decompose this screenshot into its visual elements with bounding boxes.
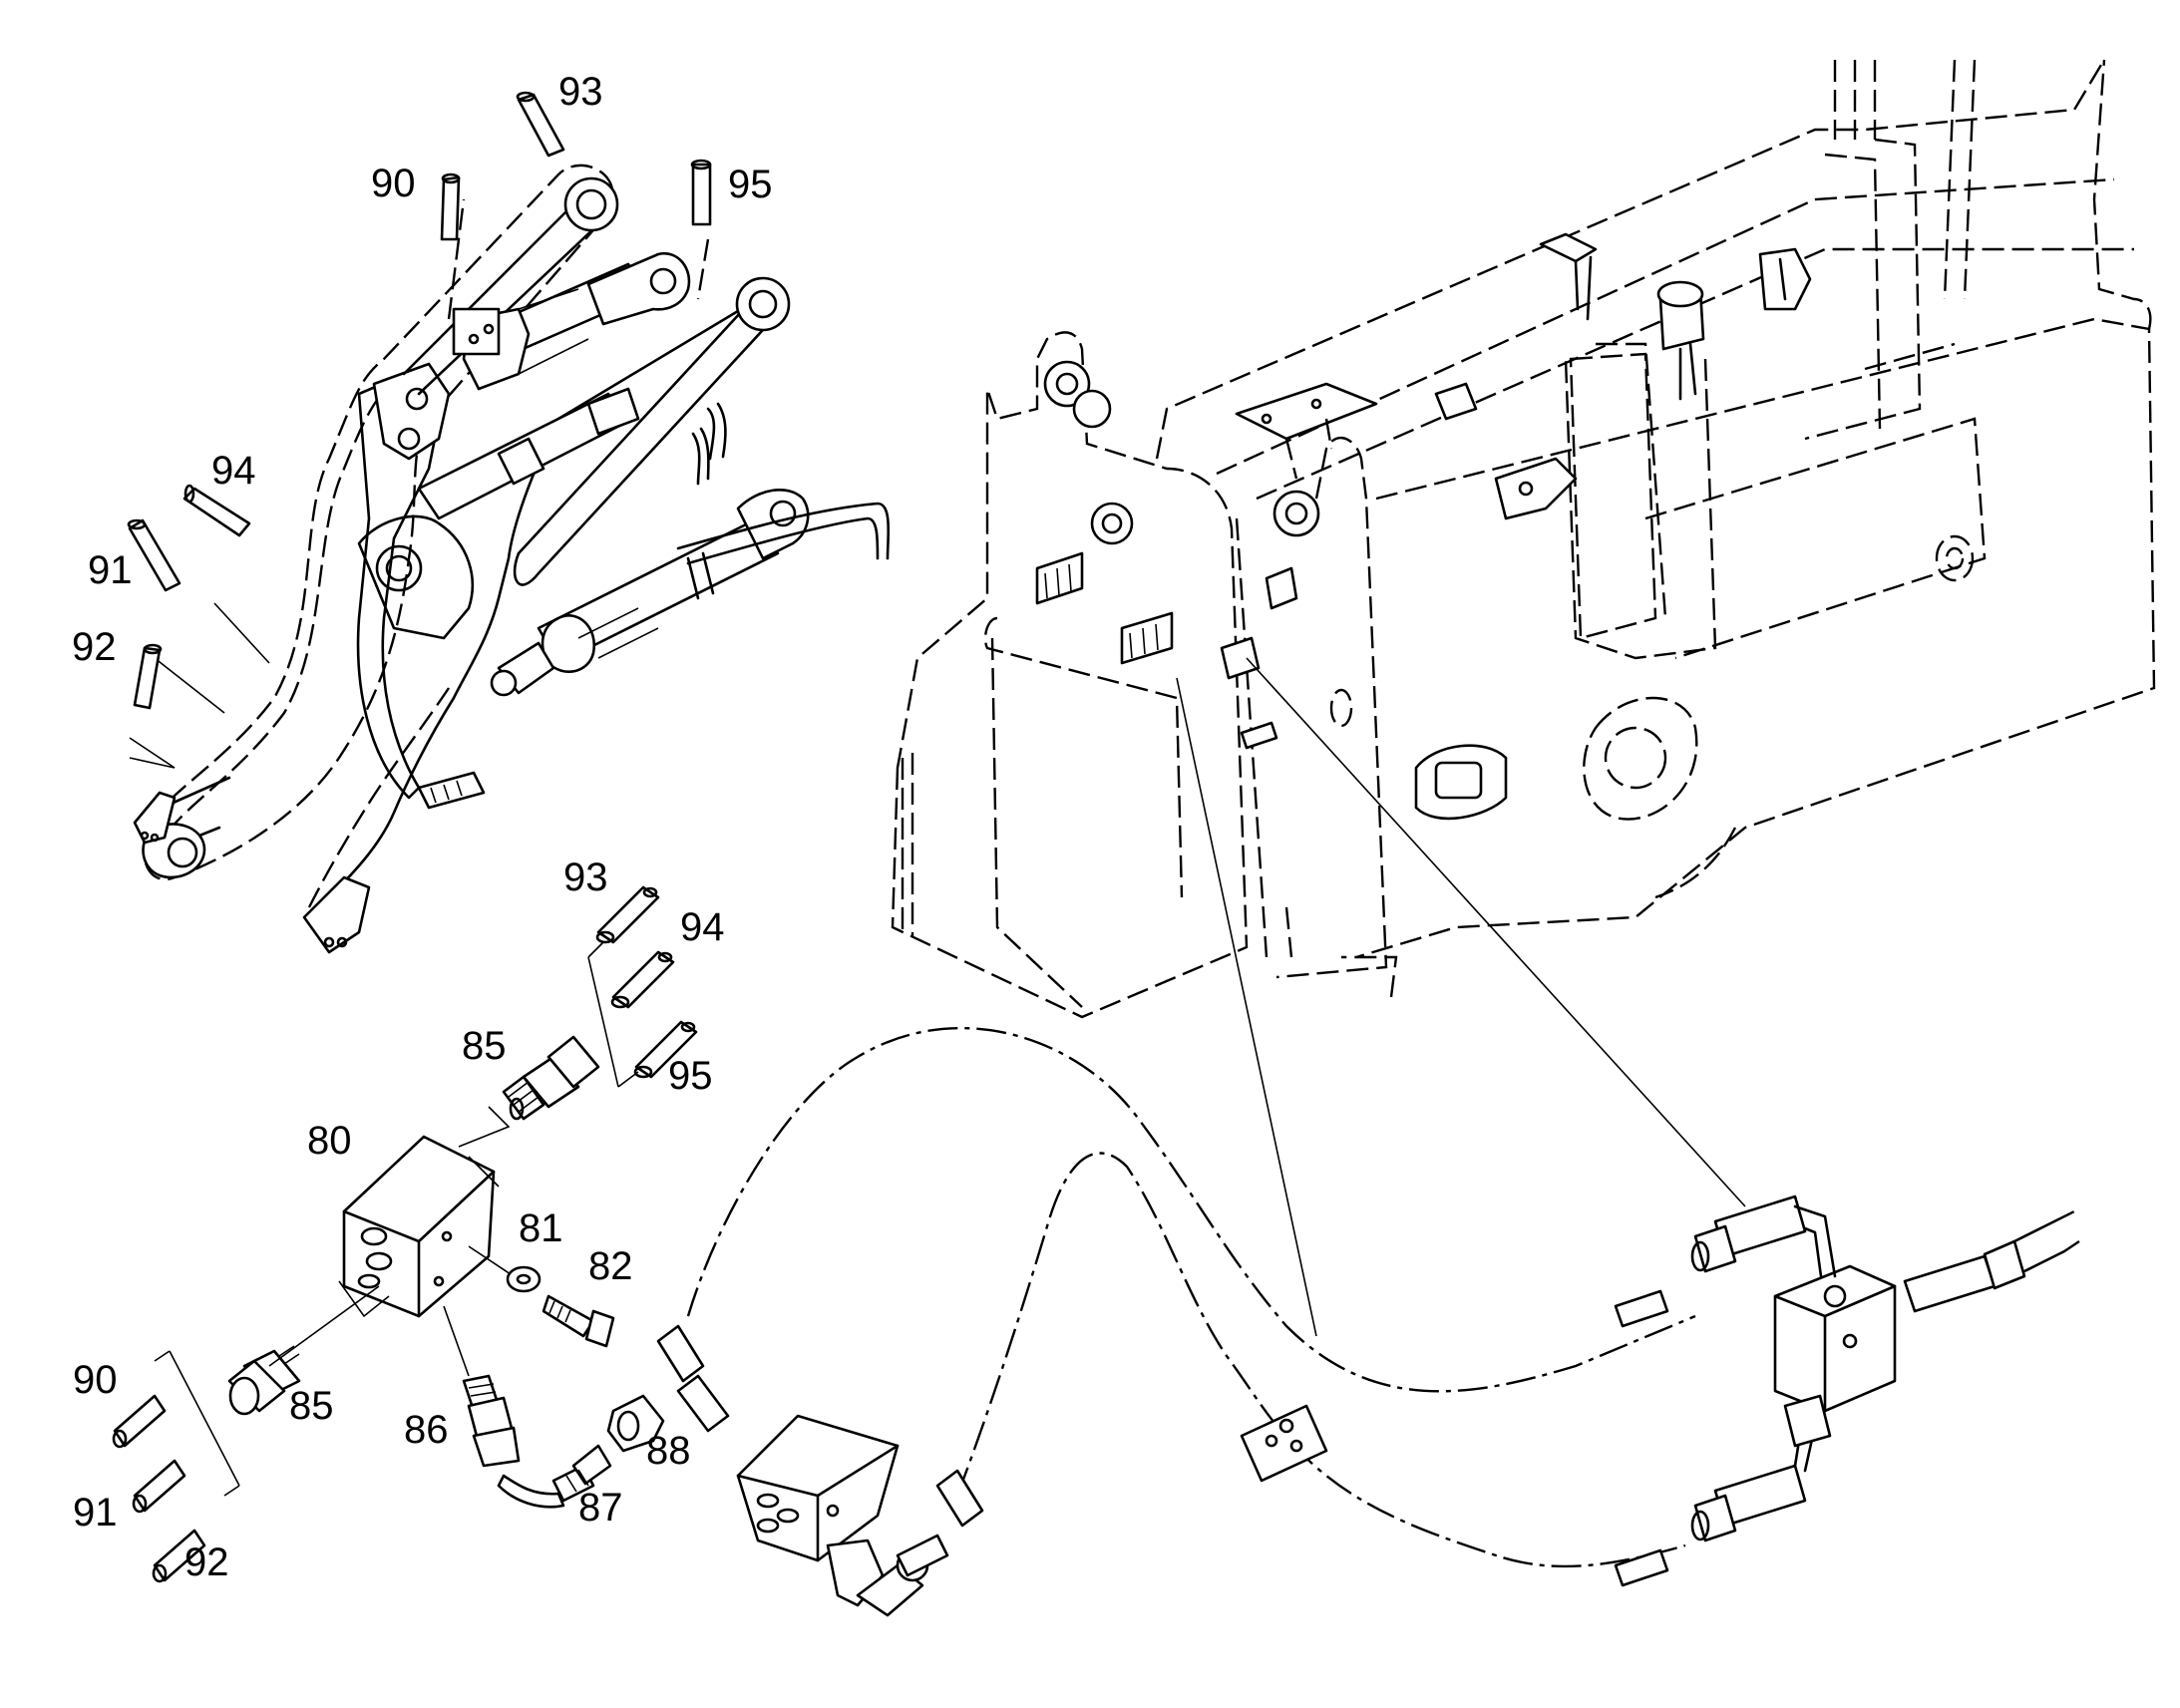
label-90-bot: 90 [73,1358,118,1402]
label-91-top: 91 [88,548,133,592]
pins-top-group [127,91,712,710]
pin-90-top [440,172,461,241]
fitting-86 [462,1374,521,1468]
label-81: 81 [519,1206,563,1250]
label-82: 82 [588,1244,633,1288]
pin-91-bot [132,1459,186,1514]
label-88: 88 [646,1429,691,1473]
valve-parts-group [112,885,698,1583]
pin-92-top [133,643,163,710]
bolt-82 [542,1294,615,1348]
label-91-bot: 91 [73,1491,118,1535]
label-86: 86 [404,1408,449,1452]
hose-routing [656,657,2080,1617]
label-93-top: 93 [558,70,603,114]
elbow-87 [497,1444,612,1509]
pin-94-mid [610,950,675,1009]
washer-81 [506,1265,542,1293]
fitting-85-lower [227,1345,301,1416]
machine-frame [891,59,2156,1019]
label-93-mid: 93 [563,855,608,899]
label-95-mid: 95 [668,1054,713,1098]
loader-arm-assembly [129,164,891,954]
label-94-mid: 94 [680,905,725,949]
pin-95-top [690,159,712,226]
label-92-top: 92 [72,625,117,669]
pin-90-bot [112,1394,167,1449]
pin-94-top [182,484,251,537]
pin-92-bot [152,1529,206,1583]
callout-labels: 93 90 95 94 91 92 93 94 95 85 80 81 82 9… [72,70,773,1584]
pin-93-mid [595,885,660,944]
label-94-top: 94 [211,449,256,493]
label-80: 80 [307,1119,352,1163]
pin-95-mid [633,1020,698,1079]
label-90-top: 90 [371,162,416,205]
pin-91-top [127,518,182,592]
label-92-bot: 92 [184,1540,229,1584]
label-85-lower: 85 [289,1384,334,1428]
label-95-top: 95 [728,163,773,206]
label-85-upper: 85 [462,1024,507,1068]
valve-block-80 [342,1135,496,1318]
pin-93-top [516,91,565,158]
label-87: 87 [578,1486,623,1530]
nut-88 [606,1394,665,1453]
fitting-85-upper [502,1035,600,1121]
